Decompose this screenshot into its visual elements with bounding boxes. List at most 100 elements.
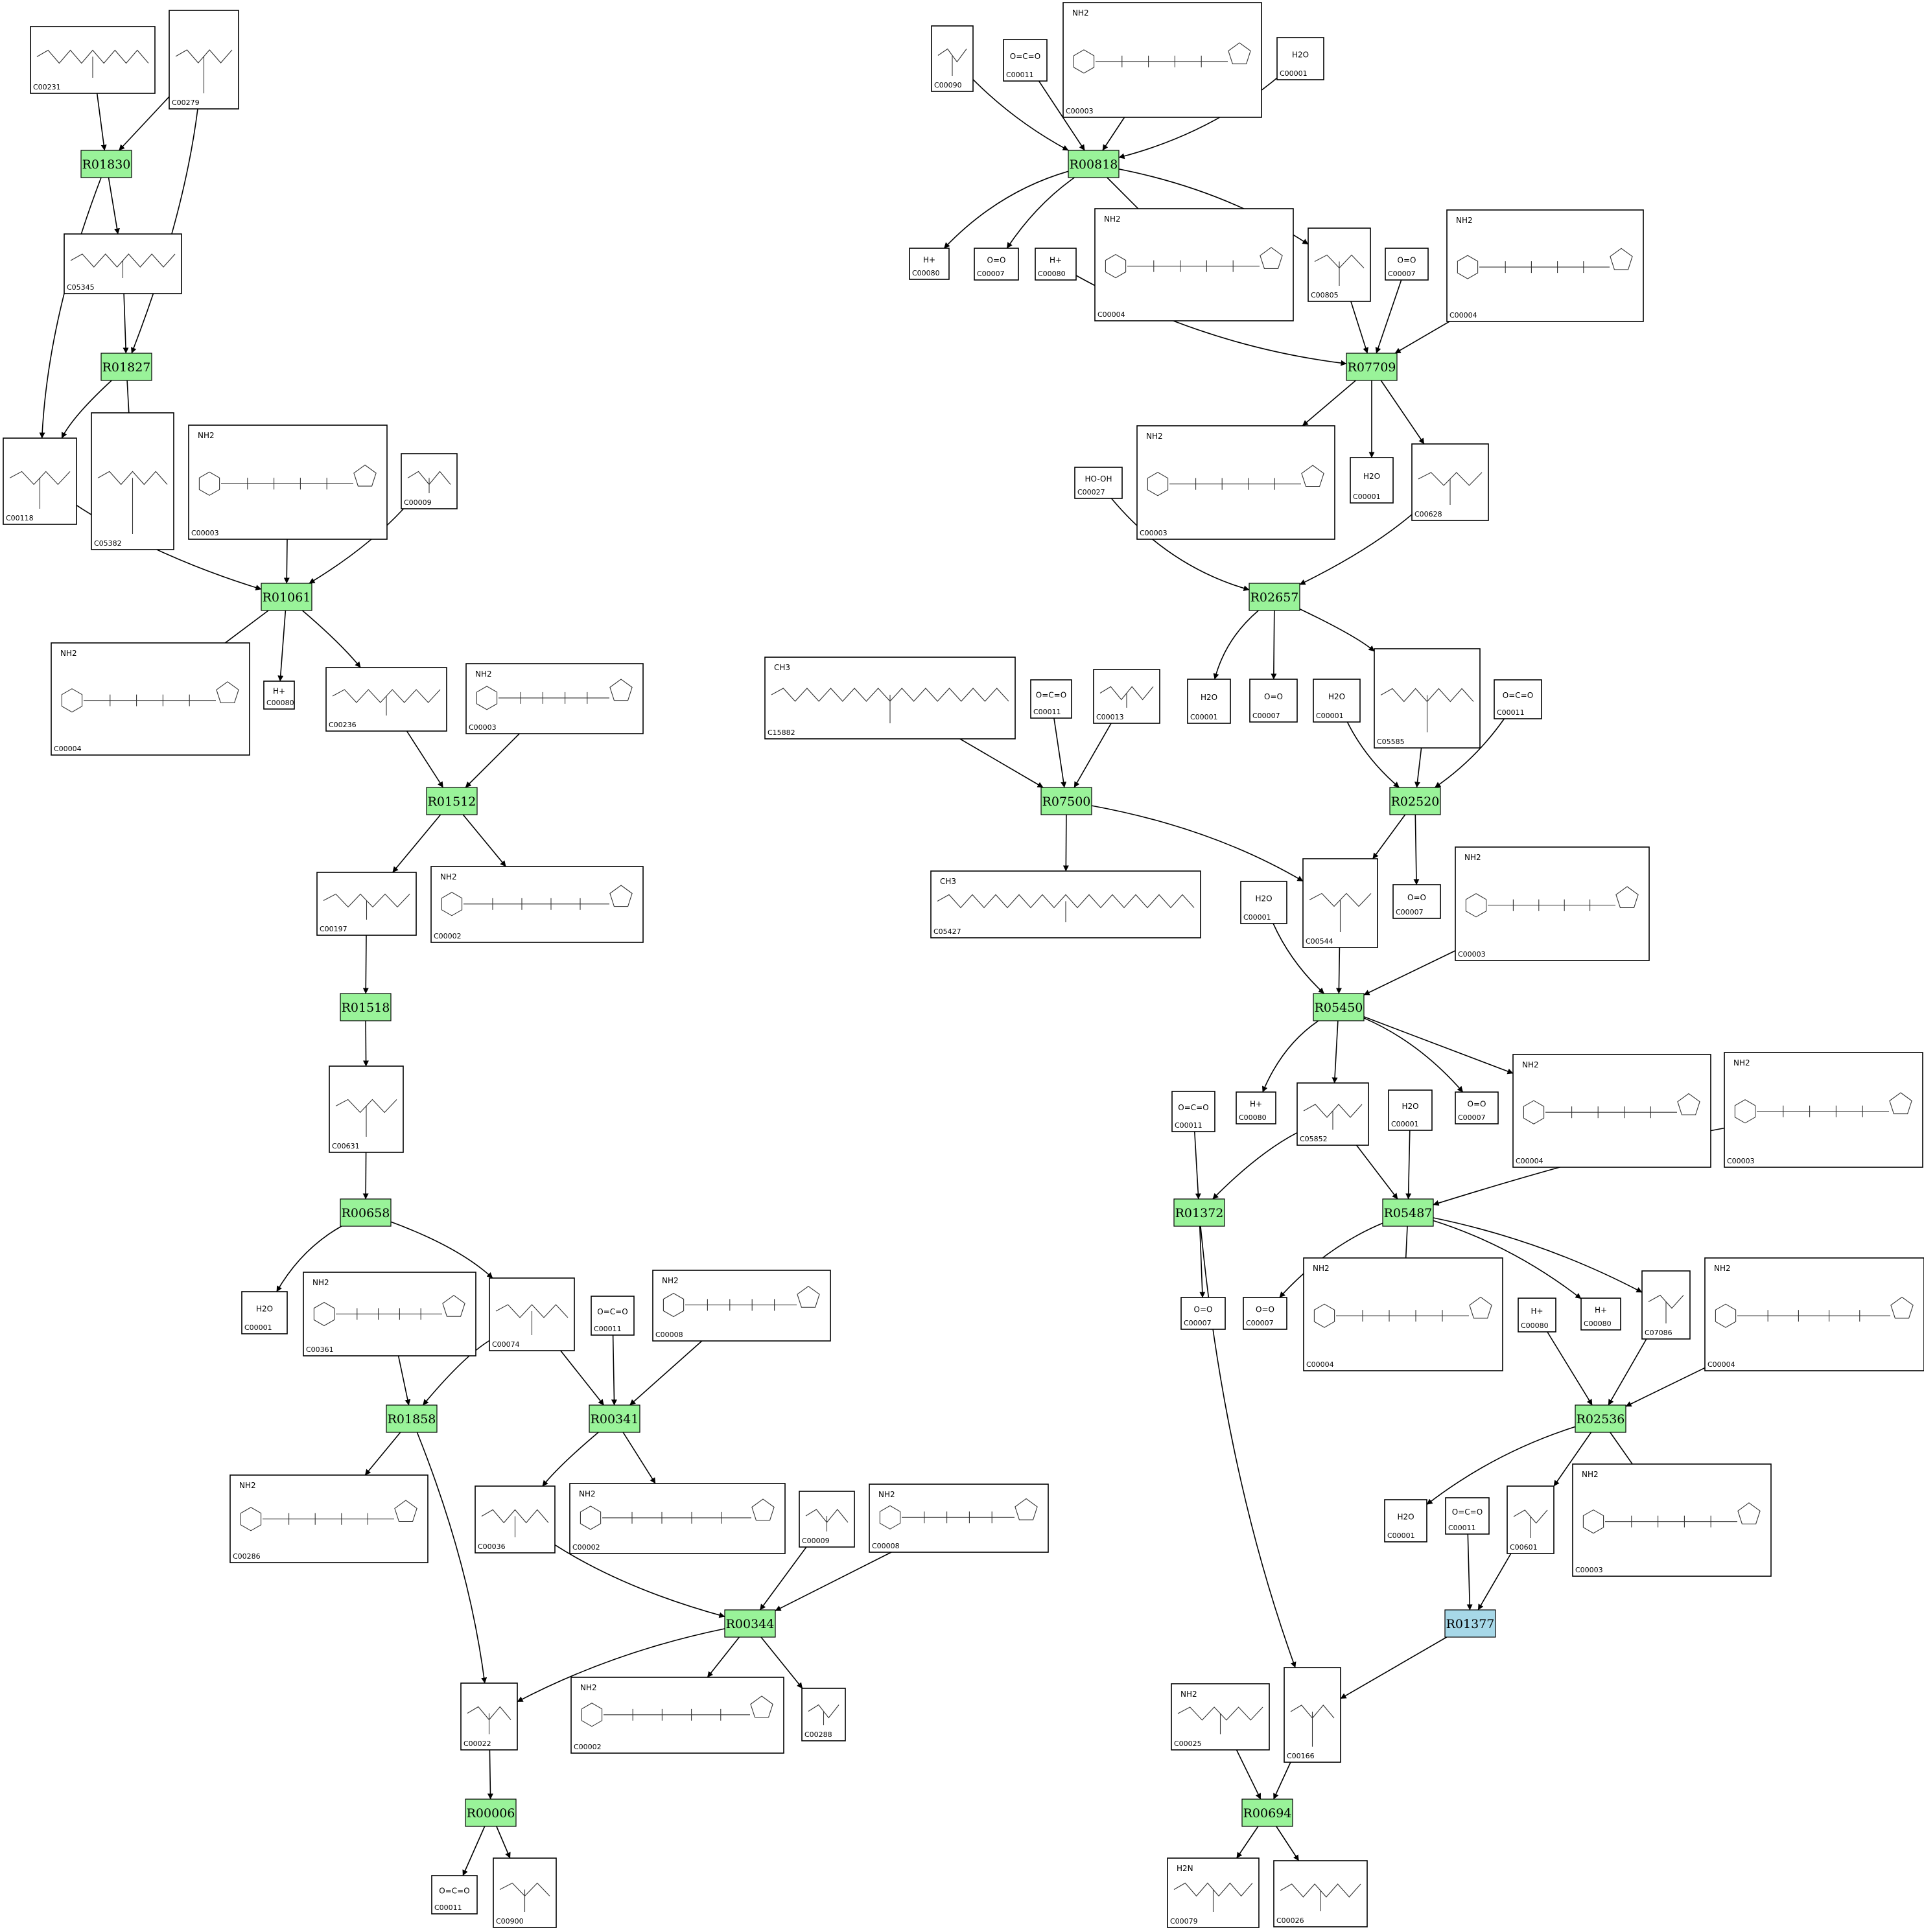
compound-node[interactable]: H+C00080 bbox=[1580, 1298, 1621, 1331]
reaction-node[interactable]: R01827 bbox=[100, 353, 152, 381]
reaction-node[interactable]: R01372 bbox=[1173, 1198, 1225, 1227]
compound-node[interactable]: H+C00080 bbox=[263, 681, 295, 710]
reaction-node[interactable]: R01061 bbox=[261, 583, 312, 611]
compound-node[interactable]: C00900 bbox=[493, 1857, 557, 1928]
compound-node[interactable]: C00236 bbox=[325, 667, 447, 732]
compound-node[interactable]: C00544 bbox=[1302, 858, 1378, 948]
compound-node[interactable]: C00036 bbox=[475, 1485, 556, 1554]
compound-node[interactable]: C00074 bbox=[489, 1277, 575, 1351]
reaction-node[interactable]: R00344 bbox=[724, 1609, 776, 1638]
compound-node[interactable]: C00118 bbox=[3, 437, 77, 525]
reaction-node[interactable]: R05487 bbox=[1382, 1198, 1434, 1227]
compound-node[interactable]: C00628 bbox=[1411, 443, 1489, 521]
compound-node[interactable]: C00631 bbox=[329, 1065, 404, 1153]
reaction-node[interactable]: R02520 bbox=[1389, 787, 1441, 815]
compound-node[interactable]: C00022 bbox=[460, 1682, 518, 1751]
compound-node[interactable]: C00231 bbox=[30, 26, 156, 94]
compound-node[interactable]: H+C00080 bbox=[909, 248, 950, 280]
reaction-node[interactable]: R00341 bbox=[589, 1404, 640, 1433]
compound-node[interactable]: C05345 bbox=[64, 233, 182, 294]
compound-node[interactable]: C05382 bbox=[91, 412, 174, 550]
reaction-node[interactable]: R01518 bbox=[340, 993, 392, 1021]
compound-node[interactable]: C07086 bbox=[1641, 1270, 1691, 1340]
compound-node[interactable]: H+C00080 bbox=[1518, 1298, 1556, 1333]
reaction-node[interactable]: R01858 bbox=[386, 1404, 438, 1433]
reaction-node[interactable]: R01377 bbox=[1444, 1609, 1496, 1638]
reaction-node[interactable]: R01512 bbox=[426, 787, 478, 815]
compound-node[interactable]: C00013 bbox=[1093, 669, 1160, 724]
reaction-node[interactable]: R05450 bbox=[1313, 993, 1365, 1021]
compound-node[interactable]: H+C00080 bbox=[1035, 248, 1077, 281]
reaction-node[interactable]: R00658 bbox=[340, 1198, 392, 1227]
compound-node[interactable]: C00805 bbox=[1308, 227, 1371, 302]
reaction-node[interactable]: R02536 bbox=[1575, 1404, 1626, 1433]
compound-node[interactable]: C00279 bbox=[169, 10, 239, 110]
reaction-node[interactable]: R00818 bbox=[1068, 150, 1120, 178]
compound-node[interactable]: C00009 bbox=[799, 1491, 855, 1548]
reaction-node[interactable]: R07709 bbox=[1346, 353, 1398, 381]
compound-node[interactable]: C00026 bbox=[1273, 1860, 1368, 1927]
reaction-node[interactable]: R02657 bbox=[1249, 583, 1300, 611]
reaction-node[interactable]: R01830 bbox=[80, 150, 132, 178]
compound-node[interactable]: C00288 bbox=[801, 1688, 846, 1741]
compound-node[interactable]: C00197 bbox=[316, 872, 417, 936]
compound-node[interactable]: C05585 bbox=[1374, 648, 1481, 749]
compound-node[interactable]: C00009 bbox=[401, 453, 458, 509]
reaction-node[interactable]: R00694 bbox=[1241, 1798, 1293, 1827]
reaction-node[interactable]: R07500 bbox=[1040, 787, 1092, 815]
compound-node[interactable]: C00601 bbox=[1507, 1485, 1554, 1554]
compound-node[interactable]: H+C00080 bbox=[1236, 1091, 1276, 1124]
reaction-node[interactable]: R00006 bbox=[465, 1798, 517, 1827]
compound-node[interactable]: C05852 bbox=[1296, 1082, 1369, 1146]
compound-node[interactable]: C00166 bbox=[1284, 1667, 1341, 1763]
compound-node[interactable]: C00090 bbox=[931, 25, 974, 92]
